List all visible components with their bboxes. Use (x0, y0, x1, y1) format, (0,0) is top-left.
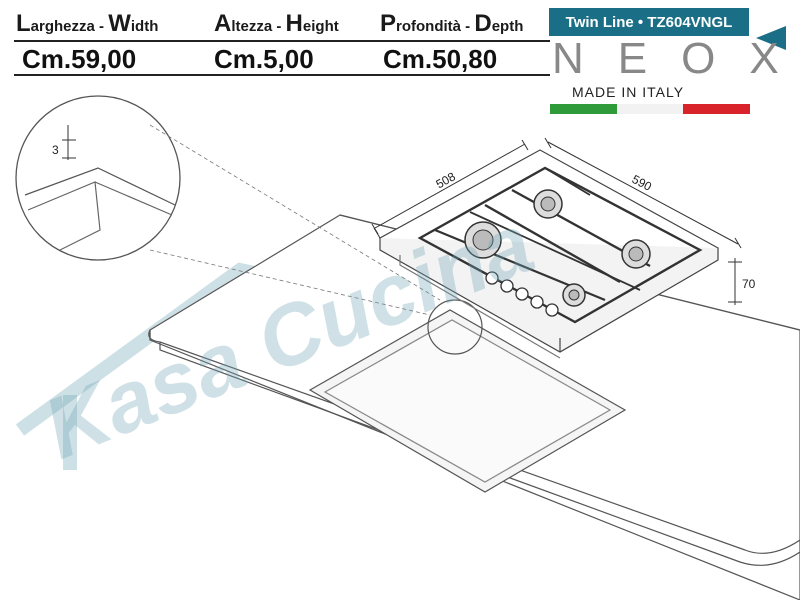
flag-red (683, 104, 751, 114)
brand-logo: NEOX (552, 34, 779, 83)
detail-dim-label: 3 (52, 143, 59, 157)
depth-dim-label: 508 (433, 169, 458, 191)
width-label: Larghezza - Width (16, 10, 159, 37)
made-in-label: MADE IN ITALY (572, 84, 685, 100)
burner-large (464, 221, 502, 259)
flag-green (550, 104, 617, 114)
worktop-cutout (308, 309, 627, 493)
pointer-triangle-icon (756, 26, 786, 50)
height-label: Altezza - Height (214, 10, 339, 37)
dimension-lines (371, 137, 742, 305)
brand-logo-text: NEOX (552, 34, 800, 83)
flag-white (616, 104, 684, 114)
burner-right (621, 239, 651, 269)
depth-label: Profondità - Depth (380, 10, 524, 37)
detail-marker (427, 299, 483, 355)
height-dim-label: 70 (742, 277, 756, 291)
depth-value: Cm.50,80 (383, 44, 498, 74)
italian-flag-bar (550, 104, 751, 114)
height-value: Cm.5,00 (214, 44, 314, 74)
header-rule-bottom (14, 74, 550, 76)
width-value: Cm.59,00 (22, 44, 137, 74)
burner-front (562, 283, 586, 307)
control-knobs (485, 271, 559, 317)
header-rule-top (14, 40, 550, 42)
detail-callout (15, 95, 441, 316)
model-banner: Twin Line • TZ604VNGL (549, 8, 749, 36)
width-dim-label: 590 (630, 172, 655, 194)
burner-back (533, 189, 563, 219)
